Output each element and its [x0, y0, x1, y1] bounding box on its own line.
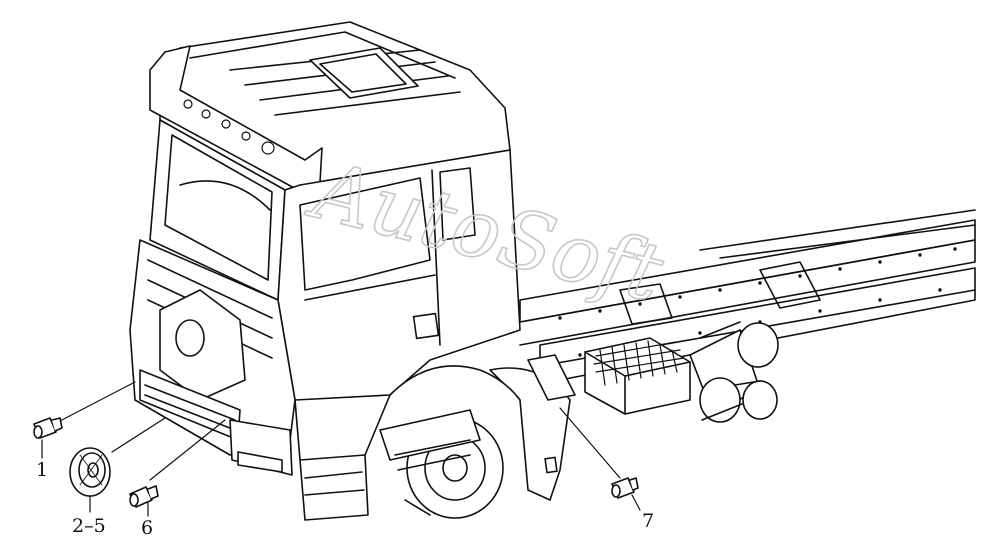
- leader-line-6: [149, 419, 226, 481]
- part-2-5-horn: [69, 447, 111, 497]
- callout-1: 1: [36, 459, 49, 481]
- part-7-sensor: [611, 477, 639, 499]
- svg-text:AutoSoft: AutoSoft: [300, 150, 672, 320]
- part-6-sensor: [129, 485, 159, 508]
- autosoft-watermark: AutoSoft: [300, 150, 673, 321]
- leader-line-7: [559, 407, 621, 479]
- leader-line-2-5: [111, 417, 166, 453]
- callout-6: 6: [141, 517, 154, 539]
- truck-cab: [129, 21, 521, 521]
- front-wheel: [379, 409, 504, 519]
- leader-line-1: [57, 381, 136, 423]
- battery-box: [584, 337, 691, 415]
- callout-7: 7: [642, 510, 655, 532]
- mudguard-flap: [489, 354, 576, 501]
- callout-2-5: 2–5: [72, 515, 106, 537]
- part-1-sensor: [33, 417, 63, 439]
- leader-lines: [41, 381, 641, 517]
- air-tanks: [689, 321, 779, 423]
